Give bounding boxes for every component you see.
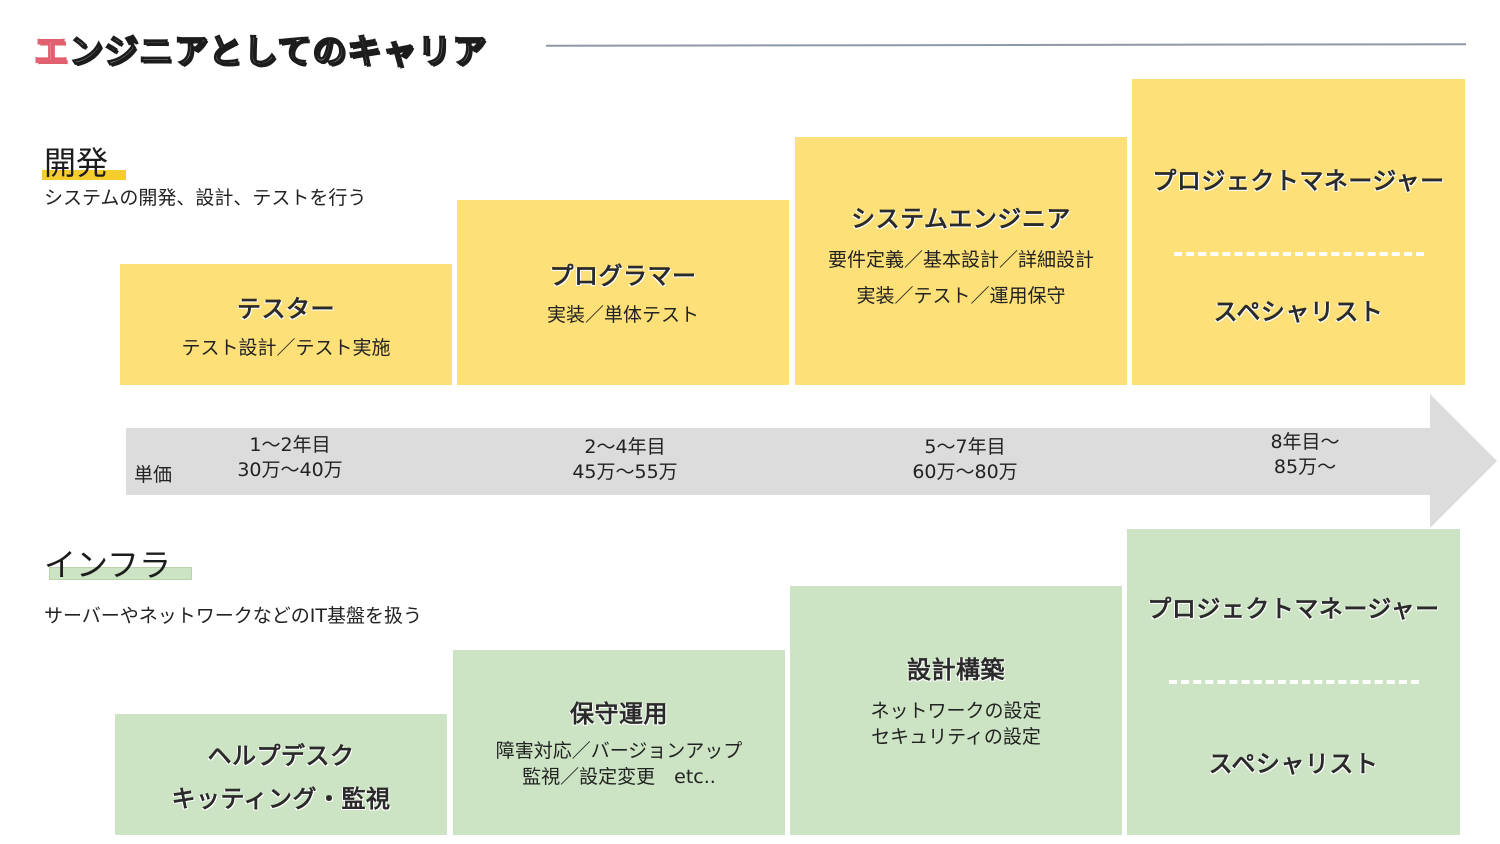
- infra-heading-underline: [49, 567, 192, 580]
- timeline-step-price: 30万～40万: [237, 459, 343, 482]
- timeline-price-label: 単価: [134, 464, 173, 486]
- dev-stage-role: プログラマー: [549, 262, 697, 290]
- slide-title-rest: ンジニアとしてのキャリア: [68, 31, 488, 73]
- slide-title-first-char: エ: [33, 31, 69, 73]
- infra-description: サーバーやネットワークなどのIT基盤を扱う: [44, 605, 423, 627]
- dev-stage-role-pm: プロジェクトマネージャー: [1152, 167, 1445, 195]
- timeline-step-years: 8年目～: [1270, 431, 1340, 453]
- dev-stage-pm-specialist: プロジェクトマネージャー スペシャリスト: [1132, 79, 1465, 385]
- dev-stage-system-engineer: システムエンジニア 要件定義／基本設計／詳細設計 実装／テスト／運用保守: [795, 137, 1127, 385]
- infra-stage-helpdesk: ヘルプデスク キッティング・監視: [115, 714, 447, 835]
- title-divider: [545, 43, 1467, 47]
- timeline-step-price: 60万～80万: [912, 461, 1018, 484]
- infra-stage-role-line: キッティング・監視: [171, 784, 391, 813]
- timeline-step-years: 2～4年目: [584, 436, 666, 458]
- infra-stage-maintenance: 保守運用 障害対応／バージョンアップ 監視／設定変更 etc..: [453, 650, 785, 835]
- timeline-step-2: 2～4年目 45万～55万: [545, 435, 705, 485]
- dev-stage-dashed-divider: [1173, 252, 1424, 256]
- infra-stage-task: ネットワークの設定: [870, 700, 1042, 722]
- infra-stage-role-specialist: スペシャリスト: [1208, 750, 1379, 778]
- dev-stage-role-specialist: スペシャリスト: [1213, 298, 1384, 326]
- infra-stage-task: 監視／設定変更 etc..: [522, 765, 716, 788]
- infra-stage-task: 障害対応／バージョンアップ: [495, 740, 743, 762]
- timeline-step-years: 1～2年目: [249, 434, 331, 456]
- dev-stage-task: 実装／テスト／運用保守: [856, 284, 1066, 307]
- infra-stage-design-build: 設計構築 ネットワークの設定 セキュリティの設定: [790, 586, 1122, 835]
- timeline-step-1: 1～2年目 30万～40万: [210, 433, 370, 483]
- timeline-step-price: 45万～55万: [572, 461, 678, 484]
- dev-stage-task: 要件定義／基本設計／詳細設計: [827, 249, 1094, 271]
- dev-description: システムの開発、設計、テストを行う: [44, 187, 367, 209]
- dev-heading-underline: [42, 170, 126, 180]
- timeline-step-3: 5～7年目 60万～80万: [885, 435, 1045, 485]
- infra-heading: インフラ: [44, 546, 172, 584]
- slide-title: エンジニアとしてのキャリア: [33, 24, 488, 73]
- infra-stage-task: セキュリティの設定: [871, 725, 1041, 748]
- infra-stage-role: 設計構築: [907, 656, 1005, 684]
- timeline-step-4: 8年目～ 85万～: [1225, 430, 1385, 480]
- dev-stage-task: テスト設計／テスト実施: [181, 337, 391, 360]
- dev-stage-programmer: プログラマー 実装／単体テスト: [457, 200, 789, 385]
- infra-stage-pm-specialist: プロジェクトマネージャー スペシャリスト: [1127, 529, 1460, 835]
- dev-stage-role: テスター: [237, 295, 335, 324]
- timeline-step-price: 85万～: [1273, 456, 1337, 479]
- infra-stage-role: 保守運用: [570, 700, 668, 728]
- dev-stage-role: システムエンジニア: [851, 205, 1071, 233]
- timeline-step-years: 5～7年目: [924, 436, 1006, 458]
- infra-stage-role-line: ヘルプデスク: [207, 741, 355, 770]
- dev-stage-task: 実装／単体テスト: [546, 304, 699, 326]
- infra-stage-role-pm: プロジェクトマネージャー: [1147, 595, 1440, 623]
- infra-stage-dashed-divider: [1168, 680, 1419, 684]
- dev-stage-tester: テスター テスト設計／テスト実施: [120, 264, 452, 385]
- dev-heading: 開発: [44, 144, 109, 182]
